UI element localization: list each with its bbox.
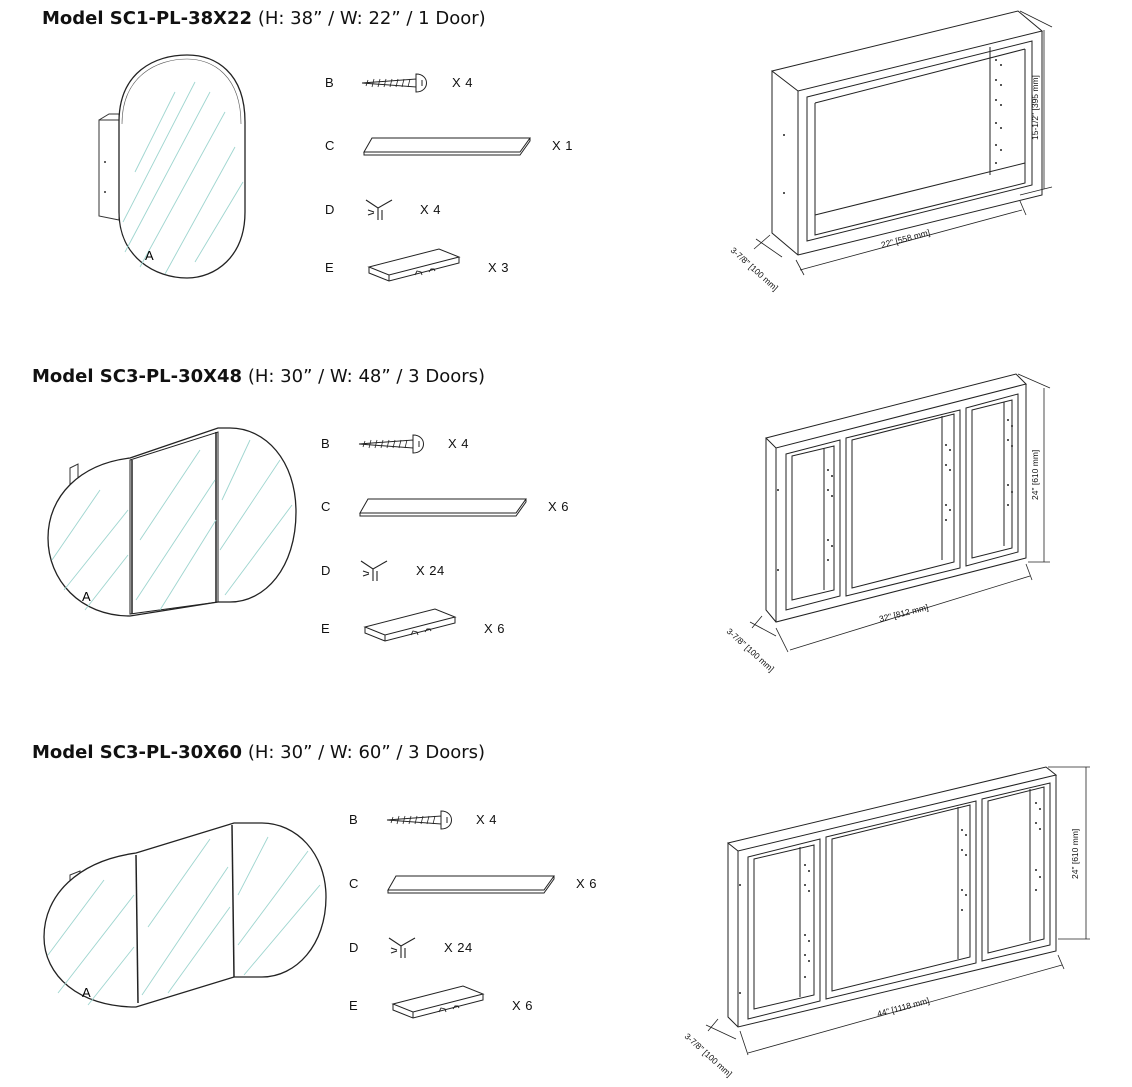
part-qty-e: X 6 (512, 998, 534, 1013)
bracket-block-icon (363, 608, 457, 642)
cabinet-label: A (82, 589, 91, 604)
height-dimension: 15-1/2" [395 mm] (1030, 75, 1040, 140)
part-qty-e: X 3 (488, 260, 510, 275)
cabinet-label: A (145, 248, 154, 263)
shelf-pin-icon (388, 937, 416, 958)
cabinet-frame-diagram: 15-1/2" [395 mm] 22" [558 mm] 3-7/8" [10… (729, 10, 1053, 293)
shelf-pin-icon (365, 199, 393, 220)
shelf-icon (363, 137, 531, 156)
part-qty-d: X 24 (444, 940, 473, 955)
screw-icon (386, 810, 452, 830)
part-qty-b: X 4 (452, 75, 474, 90)
part-qty-b: X 4 (476, 812, 498, 827)
part-qty-b: X 4 (448, 436, 470, 451)
screw-icon (358, 434, 424, 454)
part-letter-d: D (321, 563, 331, 578)
part-letter-e: E (325, 260, 334, 275)
part-qty-c: X 1 (552, 138, 574, 153)
shelf-pin-icon (360, 560, 388, 581)
cabinet-label: A (82, 985, 91, 1000)
model-title: Model SC3-PL-30X48 (H: 30” / W: 48” / 3 … (32, 366, 486, 387)
part-qty-d: X 4 (420, 202, 442, 217)
part-letter-b: B (349, 812, 358, 827)
cabinet-illustration: A (98, 54, 246, 279)
part-qty-c: X 6 (576, 876, 598, 891)
part-letter-c: C (321, 499, 331, 514)
height-dimension: 24" [610 mm] (1070, 829, 1080, 879)
width-dimension: 32" [812 mm] (878, 602, 929, 624)
depth-dimension: 3-7/8" [100 mm] (683, 1031, 734, 1079)
shelf-icon (359, 498, 527, 517)
part-qty-e: X 6 (484, 621, 506, 636)
part-qty-c: X 6 (548, 499, 570, 514)
part-letter-e: E (349, 998, 358, 1013)
cabinet-illustration: A (47, 427, 297, 617)
part-letter-d: D (349, 940, 359, 955)
part-letter-b: B (325, 75, 334, 90)
bracket-block-icon (391, 985, 485, 1019)
width-dimension: 44" [1118 mm] (876, 995, 930, 1019)
part-letter-c: C (349, 876, 359, 891)
part-letter-b: B (321, 436, 330, 451)
height-dimension: 24" [610 mm] (1030, 450, 1040, 500)
bracket-block-icon (367, 248, 461, 282)
part-letter-e: E (321, 621, 330, 636)
model-title: Model SC1-PL-38X22 (H: 38” / W: 22” / 1 … (42, 8, 486, 29)
depth-dimension: 3-7/8" [100 mm] (725, 626, 776, 674)
part-letter-d: D (325, 202, 335, 217)
part-qty-d: X 24 (416, 563, 445, 578)
cabinet-illustration: A (43, 822, 327, 1008)
shelf-icon (387, 875, 555, 894)
model-title: Model SC3-PL-30X60 (H: 30” / W: 60” / 3 … (32, 742, 486, 763)
depth-dimension: 3-7/8" [100 mm] (729, 245, 780, 293)
cabinet-frame-diagram: 24" [610 mm] 44" [1118 mm] 3-7/8" [100 m… (683, 766, 1090, 1079)
part-letter-c: C (325, 138, 335, 153)
width-dimension: 22" [558 mm] (880, 227, 931, 250)
cabinet-frame-diagram: 24" [610 mm] 32" [812 mm] 3-7/8" [100 mm… (725, 373, 1051, 674)
screw-icon (361, 73, 427, 93)
